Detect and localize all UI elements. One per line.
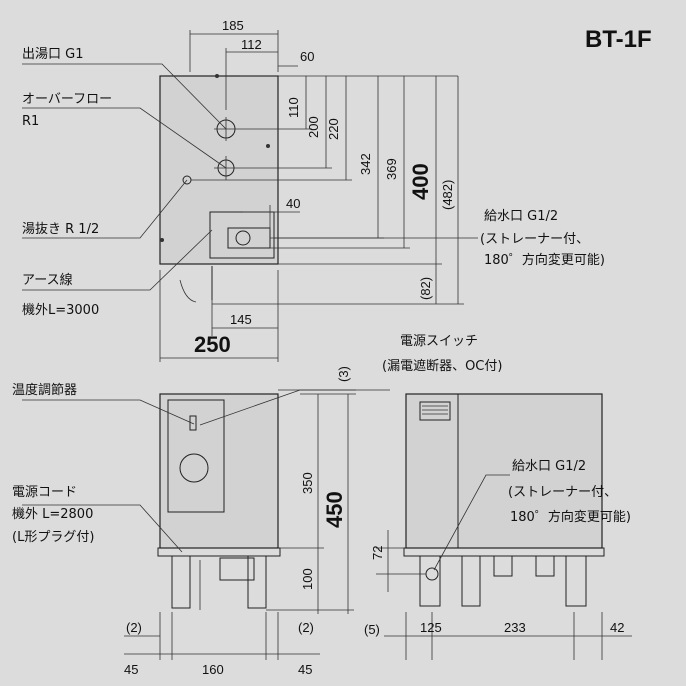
label-inlet-side-strainer: (ストレーナー付、 — [508, 485, 617, 500]
side-leg-front — [419, 555, 441, 607]
label-power-switch-detail: (漏電遮断器、OC付) — [382, 358, 502, 374]
dim-42: 42 — [610, 620, 624, 635]
label-drain: 湯抜き R 1/2 — [22, 221, 99, 237]
dim-45-right: 45 — [298, 662, 312, 677]
side-inlet — [425, 567, 439, 581]
model-title: BT-1F — [585, 26, 652, 53]
top-view-body — [159, 75, 279, 265]
dim-185: 185 — [222, 18, 244, 33]
dim-2-right: (2) — [298, 620, 314, 635]
label-cord-length: 機外 L=2800 — [12, 507, 93, 522]
dim-3: (3) — [336, 366, 351, 382]
label-earth: アース線 — [22, 272, 73, 288]
side-leg-rear — [565, 555, 587, 607]
front-leg-left — [171, 555, 191, 609]
front-leg-right — [247, 555, 267, 609]
thermostat-knob — [189, 415, 197, 431]
label-inlet-side: 給水口 G1/2 — [512, 459, 586, 474]
label-cord-plug: (L形プラグ付) — [12, 530, 94, 545]
dim-110: 110 — [286, 97, 301, 118]
dim-160: 160 — [202, 662, 224, 677]
dim-5: (5) — [364, 622, 380, 637]
dim-400: 400 — [408, 163, 433, 200]
label-power-switch: 電源スイッチ — [400, 334, 478, 349]
dim-125: 125 — [420, 620, 442, 635]
label-inlet-top: 給水口 G1/2 — [484, 209, 558, 224]
dim-342: 342 — [358, 153, 373, 175]
power-switch-dial — [179, 453, 209, 483]
front-view: (3) 350 450 100 (2) 45 160 (2) 45 温度調節器 … — [12, 334, 502, 677]
dim-250: 250 — [194, 332, 231, 357]
label-outlet: 出湯口 G1 — [22, 47, 83, 62]
dim-369: 369 — [384, 158, 399, 180]
top-view: 185 112 60 110 200 220 342 369 400 (482)… — [22, 18, 605, 362]
dim-233: 233 — [504, 620, 526, 635]
dim-220: 220 — [326, 118, 341, 140]
dim-145: 145 — [230, 312, 252, 327]
dim-72: 72 — [370, 546, 385, 560]
label-inlet-top-rotate: 180゜方向変更可能) — [484, 252, 605, 268]
label-overflow: オーバーフロー — [22, 92, 112, 107]
side-view: 72 (5) 125 233 42 給水口 G1/2 (ストレーナー付、 180… — [364, 393, 632, 660]
label-thermostat: 温度調節器 — [12, 382, 77, 398]
dim-45-left: 45 — [124, 662, 138, 677]
label-overflow-r1: R1 — [22, 114, 39, 129]
label-inlet-top-strainer: (ストレーナー付、 — [480, 232, 589, 247]
dim-450: 450 — [322, 491, 347, 528]
dim-100: 100 — [300, 568, 315, 590]
dim-40: 40 — [286, 196, 300, 211]
dim-482: (482) — [440, 180, 455, 210]
dim-2-left: (2) — [126, 620, 142, 635]
dim-112: 112 — [241, 37, 262, 52]
dim-350: 350 — [300, 472, 315, 494]
dim-200: 200 — [306, 116, 321, 138]
dim-60: 60 — [300, 49, 314, 64]
label-earth-length: 機外L=3000 — [22, 303, 99, 318]
vent-grille — [419, 401, 451, 421]
label-power-cord: 電源コード — [12, 485, 77, 500]
control-panel — [167, 399, 225, 513]
front-view-body — [159, 393, 279, 549]
label-inlet-side-rotate: 180゜方向変更可能) — [510, 509, 631, 525]
dim-82: (82) — [418, 277, 433, 300]
